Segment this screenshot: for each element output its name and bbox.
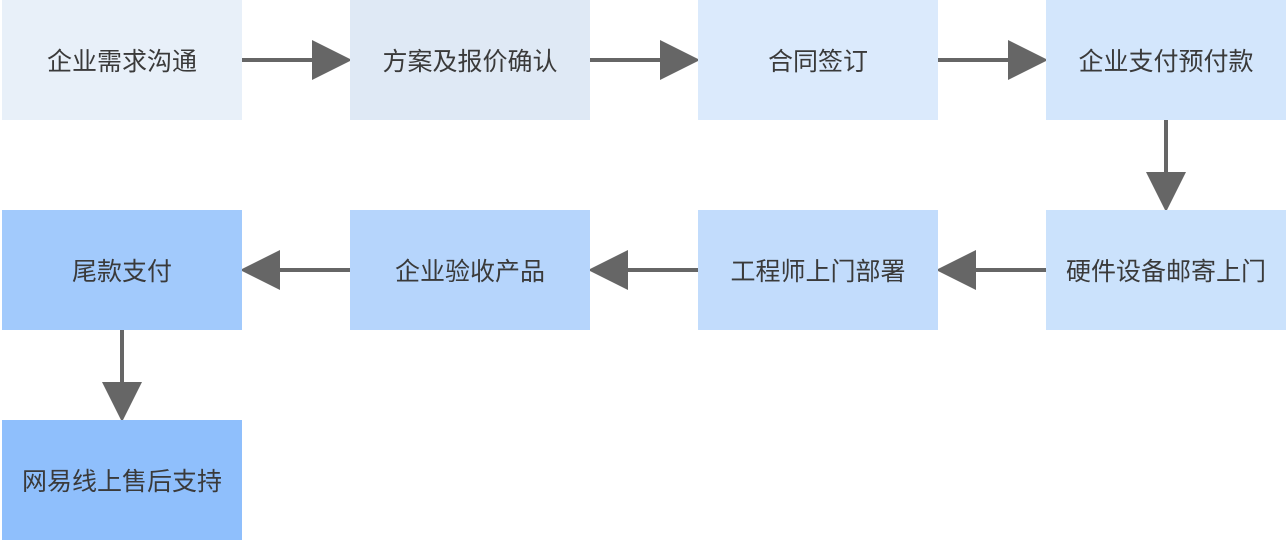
step-label: 合同签订: [767, 47, 868, 76]
step-node-final-payment: 尾款支付: [2, 210, 242, 330]
step-node-prepayment: 企业支付预付款: [1046, 0, 1286, 120]
step-label: 企业验收产品: [394, 257, 545, 286]
step-node-enterprise-needs: 企业需求沟通: [2, 0, 242, 120]
step-label: 企业需求沟通: [46, 47, 197, 76]
step-label: 企业支付预付款: [1078, 47, 1254, 76]
step-node-contract-sign: 合同签订: [698, 0, 938, 120]
step-node-after-sales-support: 网易线上售后支持: [2, 420, 242, 540]
step-label: 硬件设备邮寄上门: [1065, 257, 1266, 286]
step-label: 方案及报价确认: [382, 47, 558, 76]
step-node-engineer-deploy: 工程师上门部署: [698, 210, 938, 330]
step-node-product-acceptance: 企业验收产品: [350, 210, 590, 330]
step-label: 工程师上门部署: [730, 257, 906, 286]
step-label: 网易线上售后支持: [21, 467, 222, 496]
step-node-hardware-shipping: 硬件设备邮寄上门: [1046, 210, 1286, 330]
step-label: 尾款支付: [71, 257, 172, 286]
step-node-plan-quote-confirm: 方案及报价确认: [350, 0, 590, 120]
